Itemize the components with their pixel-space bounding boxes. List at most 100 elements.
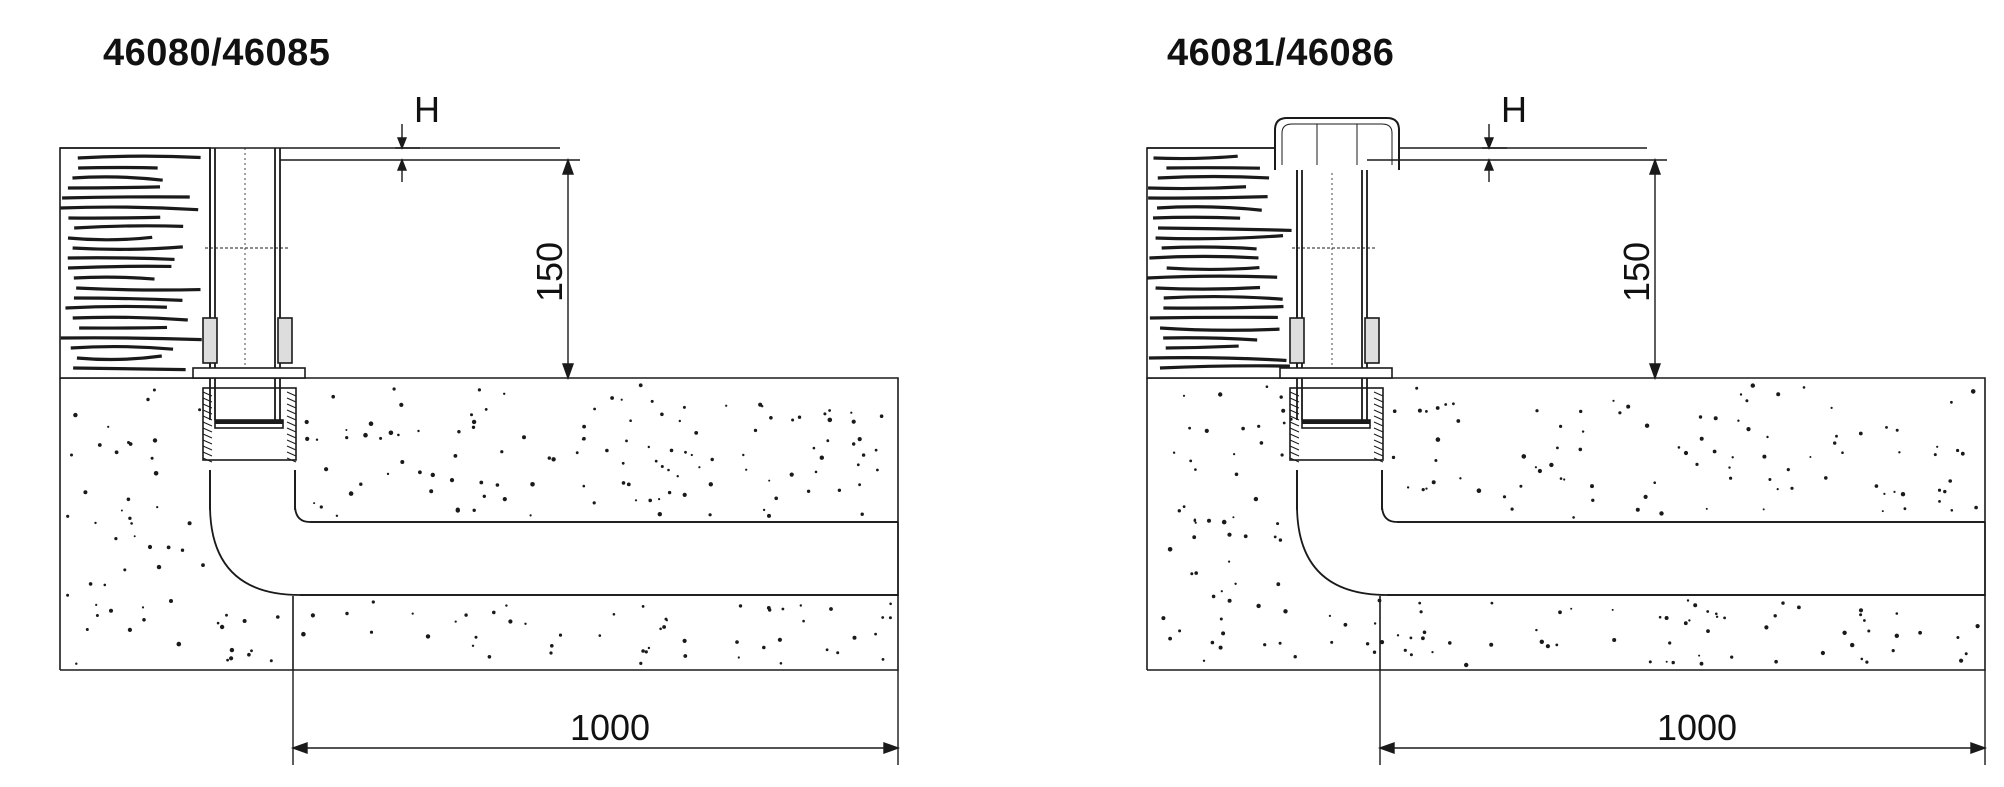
- coupling-thread: [1289, 433, 1300, 439]
- aggregate-dot: [612, 613, 616, 616]
- aggregate-dot: [753, 428, 758, 433]
- aggregate-dot: [479, 480, 484, 485]
- clamp-right: [277, 317, 293, 364]
- aggregate-dot: [1715, 612, 1718, 616]
- aggregate-dot: [1219, 617, 1223, 621]
- aggregate-dot: [1895, 428, 1899, 432]
- aggregate-dot: [1425, 487, 1428, 490]
- aggregate-dot: [1421, 488, 1425, 492]
- arrowhead: [1649, 157, 1661, 175]
- aggregate-dot: [1698, 415, 1703, 419]
- aggregate-dot: [850, 411, 853, 414]
- coupling-thread: [202, 457, 213, 463]
- aggregate-dot: [301, 631, 306, 637]
- pipe-vertical-interior: [1298, 470, 1381, 510]
- coupling-thread: [202, 445, 213, 451]
- aggregate-dot: [1950, 509, 1954, 512]
- aggregate-dot: [397, 433, 400, 437]
- aggregate-dot: [1863, 619, 1866, 622]
- hatch-stroke: [77, 154, 201, 160]
- aggregate-dot: [1559, 477, 1563, 480]
- aggregate-dot: [176, 641, 182, 647]
- aggregate-dot: [658, 498, 661, 501]
- aggregate-dot: [1444, 403, 1448, 406]
- aggregate-dot: [1535, 628, 1538, 632]
- aggregate-dot: [547, 456, 551, 460]
- aggregate-dot: [625, 439, 628, 443]
- aggregate-dot: [1167, 547, 1173, 552]
- aggregate-dot: [644, 650, 648, 654]
- hatch-stroke: [1163, 304, 1284, 310]
- aggregate-dot: [1396, 634, 1400, 637]
- aggregate-dot: [1683, 621, 1688, 626]
- aggregate-dot: [417, 429, 420, 433]
- aggregate-dot: [648, 498, 652, 503]
- aggregate-dot: [550, 644, 554, 648]
- aggregate-dot: [1723, 616, 1726, 620]
- concrete-aggregate: [1161, 383, 1980, 668]
- aggregate-dot: [1731, 456, 1734, 459]
- aggregate-dot: [857, 437, 862, 442]
- aggregate-dot: [1490, 601, 1494, 605]
- coupling-thread: [1289, 415, 1300, 421]
- aggregate-dot: [1280, 453, 1284, 457]
- aggregate-dot: [860, 512, 864, 516]
- aggregate-dot: [1572, 516, 1575, 519]
- aggregate-dot: [75, 662, 78, 665]
- coupling-thread: [202, 391, 213, 397]
- coupling-thread: [1289, 457, 1300, 463]
- aggregate-dot: [1521, 454, 1527, 459]
- aggregate-dot: [1833, 441, 1837, 445]
- aggregate-dot: [1421, 636, 1425, 641]
- coupling-thread: [286, 451, 297, 457]
- horizontal-dimension-label: 1000: [1657, 707, 1737, 748]
- aggregate-dot: [1959, 658, 1964, 663]
- aggregate-dot: [331, 394, 336, 399]
- aggregate-dot: [1241, 426, 1245, 431]
- aggregate-dot: [1464, 662, 1469, 668]
- aggregate-dot: [1938, 500, 1941, 503]
- aggregate-dot: [1278, 641, 1282, 645]
- aggregate-dot: [823, 412, 827, 416]
- aggregate-dot: [1555, 643, 1559, 647]
- hatch-stroke: [67, 256, 175, 262]
- coupling-body: [1289, 387, 1384, 461]
- aggregate-dot: [856, 463, 860, 467]
- coupling-thread: [286, 397, 297, 403]
- aggregate-dot: [425, 634, 431, 639]
- aggregate-dot: [1705, 507, 1708, 510]
- aggregate-dot: [1762, 454, 1767, 459]
- aggregate-dot: [487, 655, 492, 659]
- aggregate-dot: [621, 481, 626, 485]
- aggregate-dot: [1431, 651, 1434, 654]
- aggregate-dot: [1243, 534, 1248, 539]
- aggregate-dot: [198, 408, 202, 412]
- aggregate-dot: [1658, 615, 1662, 619]
- aggregate-dot: [400, 460, 405, 464]
- aggregate-dot: [762, 508, 766, 512]
- aggregate-dot: [500, 450, 504, 454]
- aggregate-dot: [1417, 408, 1422, 413]
- hatch-stroke: [1149, 315, 1278, 320]
- aggregate-dot: [634, 499, 638, 502]
- aggregate-dot: [477, 388, 481, 392]
- hatch-stroke: [73, 366, 186, 372]
- aggregate-dot: [684, 450, 687, 454]
- aggregate-dot: [70, 453, 73, 457]
- hatch-stroke: [1148, 356, 1287, 363]
- aggregate-dot: [592, 501, 596, 505]
- aggregate-dot: [858, 483, 861, 487]
- aggregate-dot: [826, 439, 830, 443]
- aggregate-dot: [1956, 636, 1960, 639]
- aggregate-dot: [1579, 409, 1583, 414]
- pipe-interior: [1397, 523, 1984, 594]
- aggregate-dot: [1695, 462, 1699, 466]
- aggregate-dot: [133, 535, 136, 538]
- aggregate-dot: [737, 656, 740, 659]
- aggregate-dot: [881, 616, 885, 619]
- hatch-stroke: [1163, 294, 1283, 301]
- hatch-stroke: [1148, 195, 1268, 200]
- aggregate-dot: [819, 455, 824, 460]
- aggregate-dot: [1570, 607, 1573, 610]
